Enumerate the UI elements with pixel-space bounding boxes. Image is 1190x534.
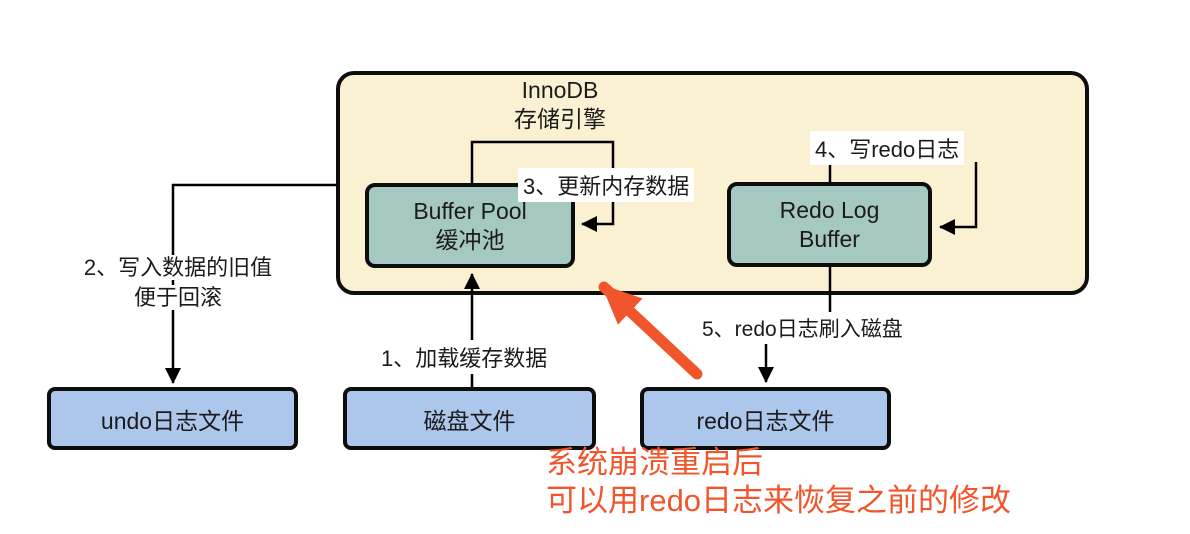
buffer-pool-label-en: Buffer Pool xyxy=(413,197,527,224)
step5-label: 5、redo日志刷入磁盘 xyxy=(697,312,908,344)
step1-label: 1、加载缓存数据 xyxy=(376,340,553,374)
crash-recovery-note-line2: 可以用redo日志来恢复之前的修改 xyxy=(546,483,1012,518)
step4-label: 4、写redo日志 xyxy=(810,131,965,165)
innodb-title-line2: 存储引擎 xyxy=(514,106,606,132)
step2-label-line2: 便于回滚 xyxy=(130,285,225,310)
redo-log-buffer-node: Redo Log Buffer xyxy=(727,182,932,267)
innodb-engine-title: InnoDB 存储引擎 xyxy=(450,76,670,134)
step2-label: 2、写入数据的旧值 便于回滚 xyxy=(58,253,298,313)
redo-log-file-label: redo日志文件 xyxy=(696,407,835,434)
undo-log-file-label: undo日志文件 xyxy=(100,407,245,434)
step3-label: 3、更新内存数据 xyxy=(518,168,695,202)
disk-file-label: 磁盘文件 xyxy=(423,407,516,434)
crash-recovery-note-line1: 系统崩溃重启后 xyxy=(546,445,763,480)
step2-label-line1: 2、写入数据的旧值 xyxy=(80,255,276,280)
buffer-pool-label-cn: 缓冲池 xyxy=(435,226,505,253)
undo-log-file-node: undo日志文件 xyxy=(47,387,298,450)
arrow-crash-recovery xyxy=(598,281,703,380)
crash-recovery-note: 系统崩溃重启后 可以用redo日志来恢复之前的修改 xyxy=(546,444,1011,520)
innodb-title-line1: InnoDB xyxy=(521,77,599,103)
disk-file-node: 磁盘文件 xyxy=(343,387,596,450)
redo-log-buffer-label-line2: Buffer xyxy=(799,225,860,252)
redo-log-buffer-label-line1: Redo Log xyxy=(779,196,880,223)
redo-log-file-node: redo日志文件 xyxy=(640,387,891,450)
